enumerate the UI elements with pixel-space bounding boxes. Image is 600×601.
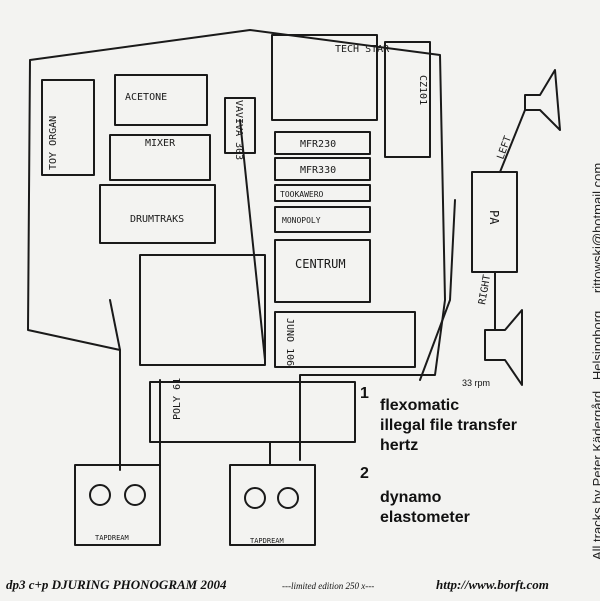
reel-icon [89,484,111,506]
track-title: elastometer [380,509,470,526]
mixer-label: MIXER [145,138,176,149]
patch-cables [109,119,456,466]
tape-machine-1 [74,464,161,546]
track-title: flexomatic [380,397,460,414]
acetone-label: ACETONE [125,92,167,103]
tooka-label: TOOKAWERO [280,190,324,199]
acetone [114,74,208,126]
tape1-label: TAPDREAM [95,534,129,542]
mfr330-label: MFR330 [300,165,336,176]
email[interactable]: rittowski@hotmail.com [590,162,600,294]
juno [274,311,416,368]
toy-organ-label: TOY ORGAN [48,116,59,170]
drumtraks-label: DRUMTRAKS [130,214,184,225]
edition-note: ---limited edition 250 x--- [282,581,375,591]
reel-icon [277,487,299,509]
side-number: 2 [360,465,369,482]
monopoly [274,206,371,233]
reel-icon [244,487,266,509]
track-title: dynamo [380,489,442,506]
vaviva-label: VAVIVA 303 [233,100,244,160]
techstar [271,34,378,121]
cz101 [384,41,431,158]
artist-credit: All tracks by Peter Kädergård . Helsingb… [590,310,600,560]
pa-label: PA [487,210,501,225]
outer-cable [27,29,446,471]
mfr330 [274,157,371,181]
track-title: hertz [380,437,419,454]
centrum [274,239,371,303]
track-title: illegal file transfer [380,417,517,434]
mfr230-label: MFR230 [300,139,336,150]
right-label: RIGHT [477,274,493,306]
credits: All tracks by Peter Kädergård . Helsingb… [590,149,600,560]
cz101-label: CZ101 [417,75,428,105]
tape-machine-2 [229,464,316,546]
speed-label: 33 rpm [462,378,491,388]
poly61-label: POLY 61 [172,378,183,420]
tape2-label: TAPDREAM [250,537,284,545]
vaviva [224,97,256,154]
label-credit: dp3 c+p DJURING PHONOGRAM 2004 [6,577,227,592]
mfr230 [274,131,371,155]
toy-organ [41,79,95,176]
reel-icon [124,484,146,506]
monopoly-label: MONOPOLY [282,216,321,225]
speaker-right-icon [484,309,523,386]
poly61 [149,381,356,443]
centrum-label: CENTRUM [295,257,346,271]
website-link[interactable]: http://www.borft.com [436,577,549,592]
drumtraks [99,184,216,244]
cable-left [499,109,526,173]
speaker-left-icon [524,69,561,131]
tooka [274,184,371,202]
modular [139,254,266,366]
left-label: LEFT [495,135,514,161]
side-number: 1 [360,385,369,402]
techstar-label: TECH STAR [335,44,390,55]
mixer [109,134,211,181]
juno-label: JUNO 106 [284,318,295,366]
